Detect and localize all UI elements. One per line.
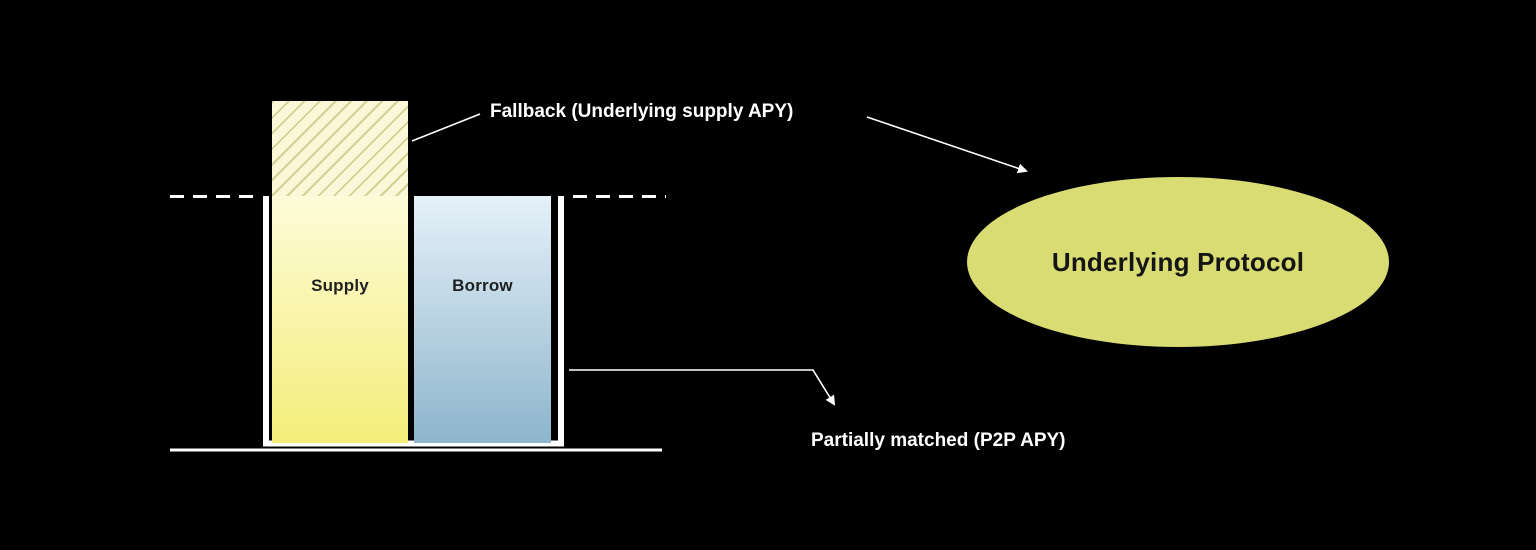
protocol-ellipse: Underlying Protocol <box>967 177 1389 347</box>
borrow-bar: Borrow <box>414 196 551 443</box>
p2p-arrow <box>569 369 836 406</box>
fallback-connector-line <box>411 113 481 142</box>
protocol-label: Underlying Protocol <box>1051 246 1305 277</box>
supply-bar: Supply <box>272 196 408 443</box>
fallback-label: Fallback (Underlying supply APY) <box>490 101 794 122</box>
fallback-hatch-region <box>272 101 408 196</box>
p2p-label: Partially matched (P2P APY) <box>811 430 1066 451</box>
protocol-arrow <box>866 116 1028 174</box>
supply-bar-label: Supply <box>311 276 369 295</box>
borrow-bar-label: Borrow <box>452 276 513 295</box>
